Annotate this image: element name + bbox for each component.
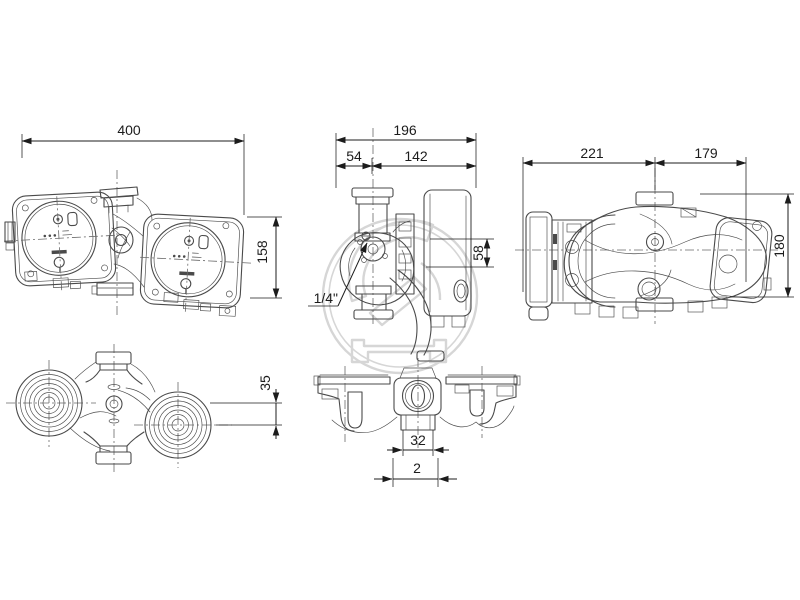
- dim-vent-plug: 1/4": [308, 242, 368, 307]
- dim-top-width: 180: [700, 193, 794, 298]
- motor-end-right: [144, 391, 212, 459]
- top-right-cap: [709, 217, 773, 304]
- dim-label-union-thread: 2: [413, 460, 421, 476]
- front-view: [4, 170, 252, 318]
- bottom-view: [6, 344, 232, 474]
- dim-label-axis-offset: 35: [257, 375, 273, 391]
- dim-label-port-bore: 32: [410, 432, 426, 448]
- dim-label-side-total: 196: [393, 122, 417, 138]
- motor-end-left: [15, 369, 83, 437]
- watermark-logo-icon: [321, 217, 479, 375]
- dim-axis-offset: 35: [210, 375, 282, 439]
- dim-top-left-span: 221: [522, 145, 656, 292]
- side-view: [339, 128, 472, 362]
- pump-head-right: [139, 213, 252, 317]
- dimension-annotations: 400 158 196 54 142 58: [21, 122, 794, 487]
- manifold-centre: [91, 197, 153, 296]
- dim-top-right-span: 179: [654, 145, 747, 282]
- union-port-view: [313, 358, 521, 448]
- motor-box: [423, 189, 472, 328]
- dim-label-vent-plug: 1/4": [314, 290, 338, 306]
- union-nut: [393, 367, 442, 431]
- pump-head-left: [4, 191, 117, 292]
- dim-label-front-height: 158: [254, 240, 270, 264]
- dim-label-top-right-span: 179: [694, 145, 718, 161]
- dim-label-side-rear: 142: [404, 148, 428, 164]
- dim-label-side-port: 58: [470, 245, 486, 261]
- vent-plug: [361, 231, 371, 241]
- dim-side-total-depth: 196: [335, 122, 477, 188]
- top-control-box: [525, 211, 553, 321]
- dim-side-front-depth: 54: [335, 148, 373, 174]
- top-view: [515, 168, 778, 324]
- dim-label-front-width: 400: [117, 122, 141, 138]
- dim-port-bore: 32: [387, 430, 449, 456]
- dim-union-thread: 2: [374, 458, 457, 487]
- dim-front-width: 400: [21, 122, 245, 215]
- dim-label-side-front: 54: [346, 148, 362, 164]
- dim-label-top-width: 180: [771, 234, 787, 258]
- dim-front-height: 158: [247, 216, 282, 299]
- dim-side-port-offset: 58: [426, 238, 494, 268]
- dim-side-rear-depth: 142: [371, 148, 477, 170]
- dim-label-top-left-span: 221: [580, 145, 604, 161]
